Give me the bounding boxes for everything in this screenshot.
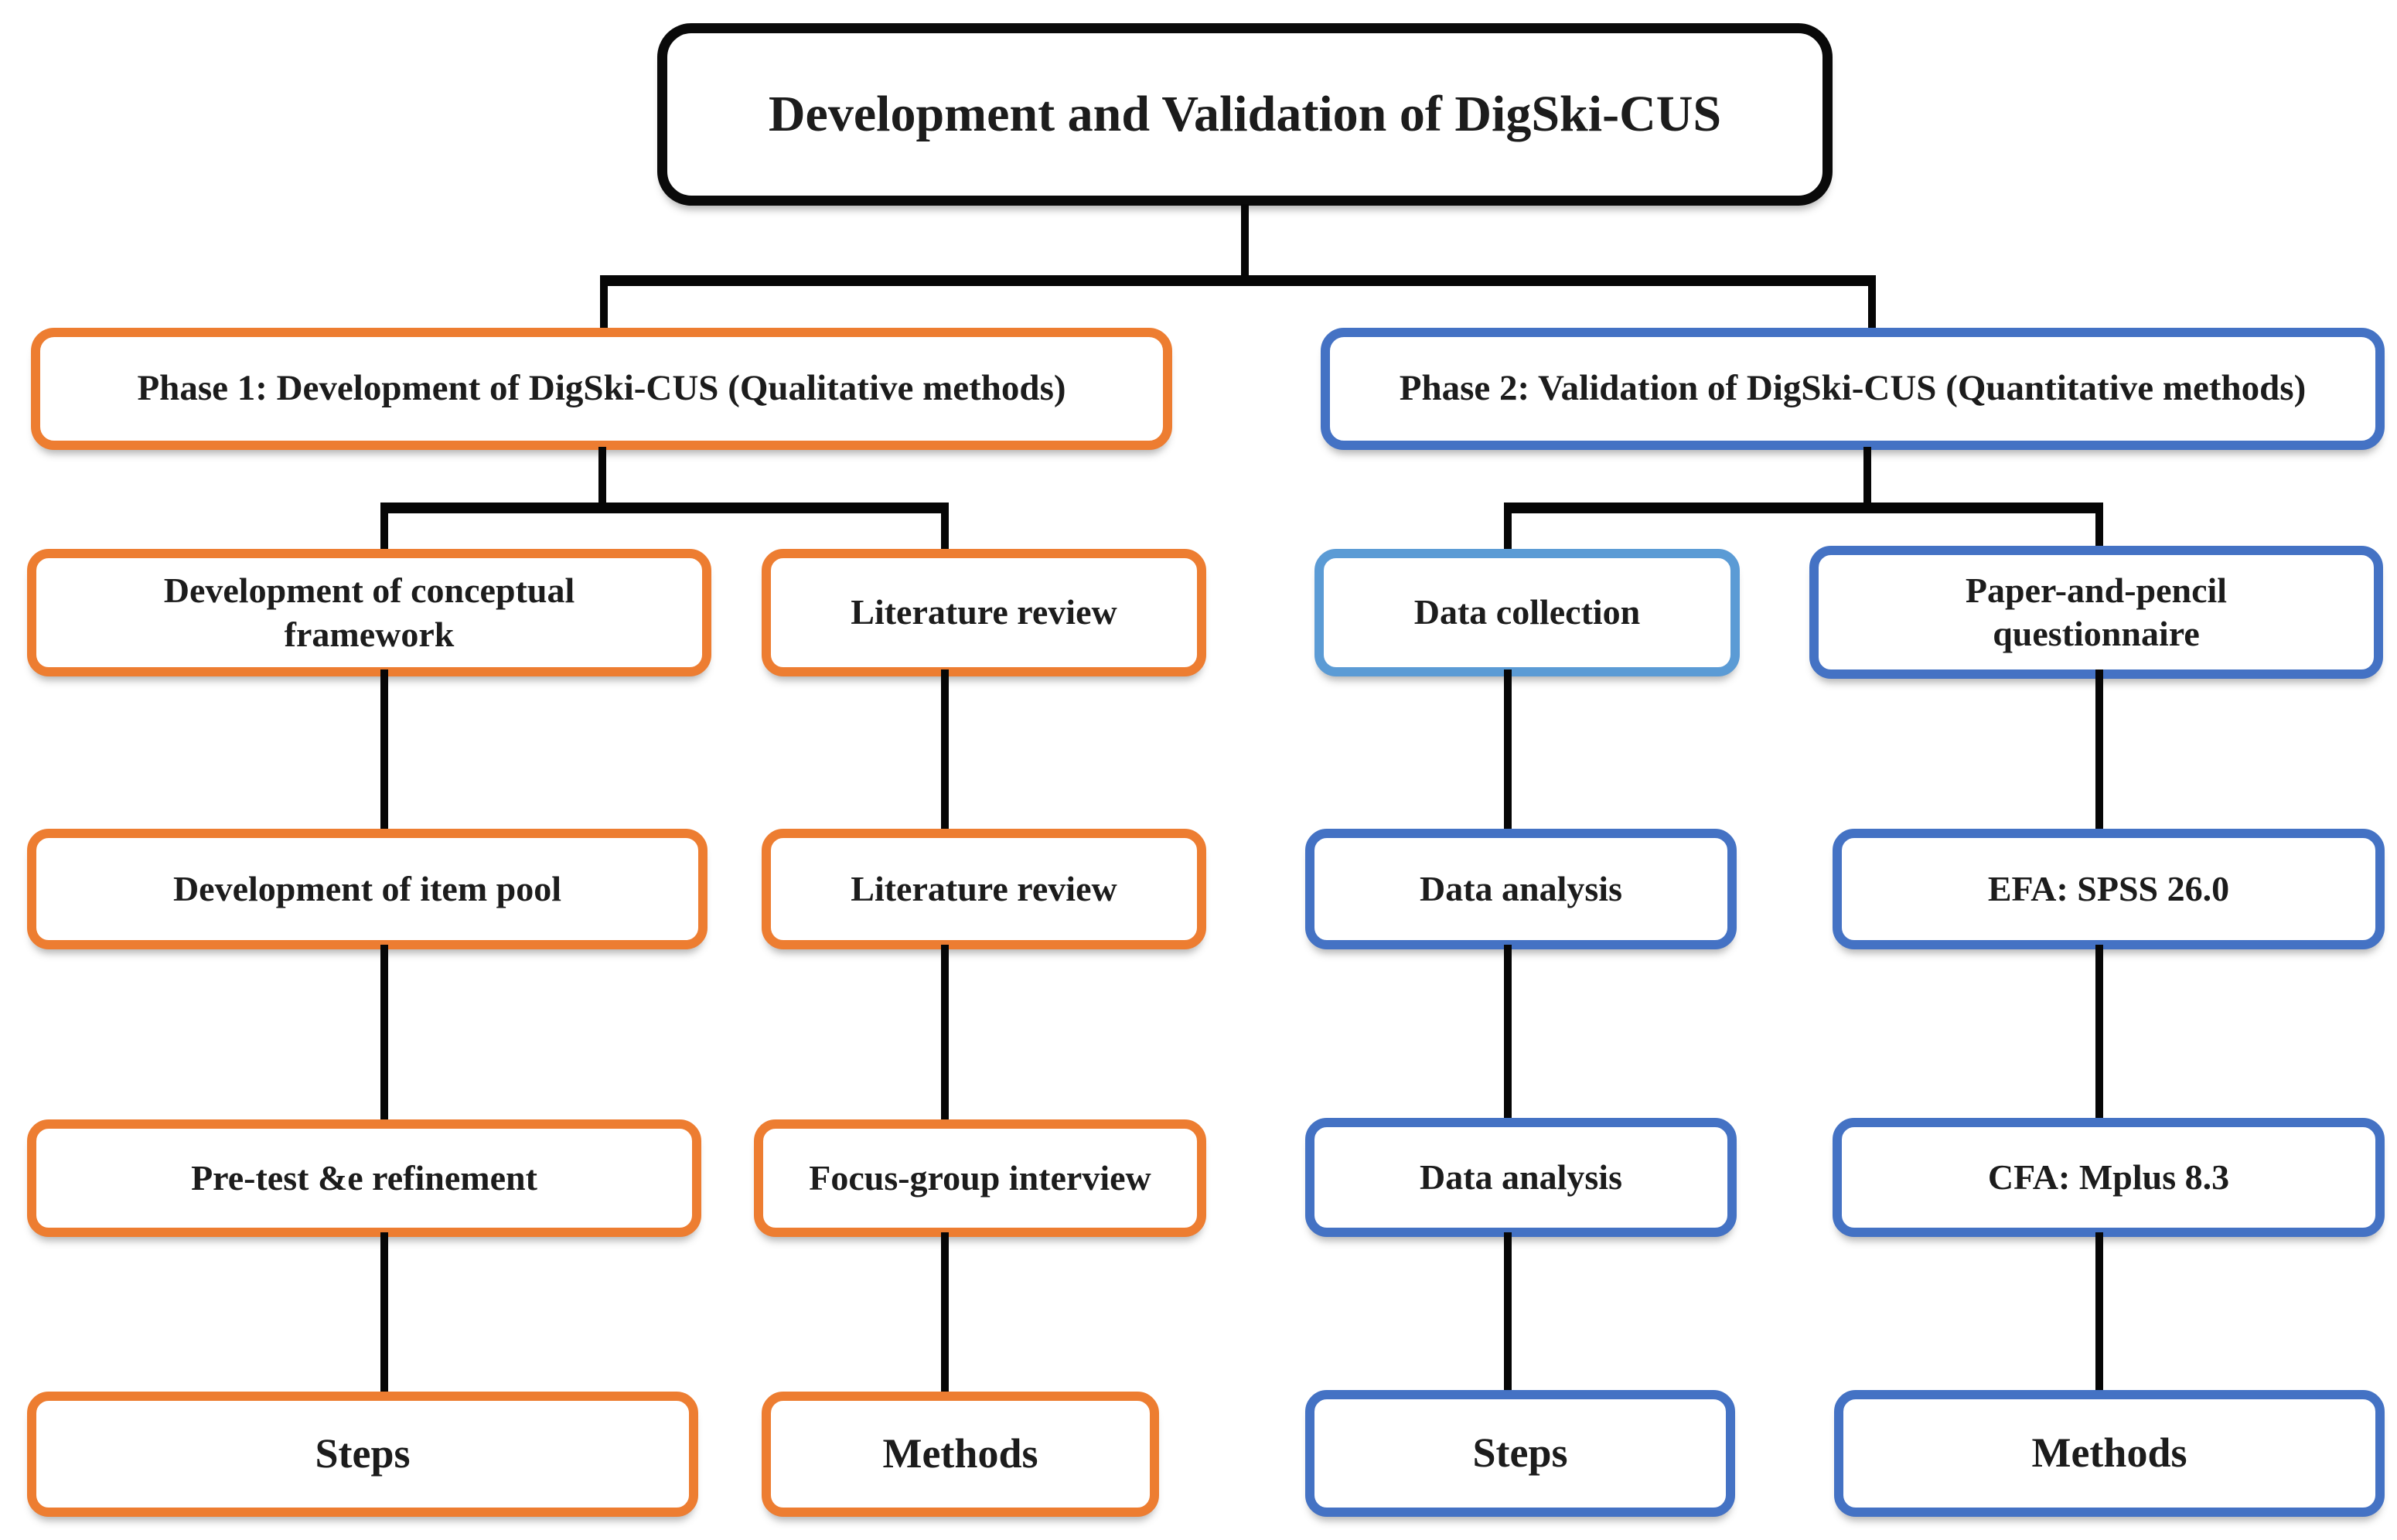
phase1-steps-row1-box: Development of conceptual framework	[27, 549, 711, 676]
phase2-methods-footer-box: Methods	[1834, 1390, 2385, 1517]
phase2-steps-row1-box: Data collection	[1314, 549, 1740, 676]
phase2-header-box: Phase 2: Validation of DigSki-CUS (Quant…	[1321, 328, 2385, 450]
phase2-steps-row2-label: Data analysis	[1420, 868, 1622, 908]
phase1-steps-row1-label: Development of conceptual framework	[163, 571, 575, 654]
phase2-steps-row3-label: Data analysis	[1420, 1157, 1622, 1197]
phase2-label: Phase 2: Validation of DigSki-CUS (Quant…	[1399, 368, 2307, 409]
phase2-methods-row3-label: CFA: Mplus 8.3	[1987, 1157, 2230, 1197]
phase1-methods-footer-label: Methods	[882, 1430, 1038, 1477]
connector-phase2-stem	[1863, 447, 1871, 509]
connector-phase1-drop-methods	[941, 503, 949, 552]
connector-c2-r2r3	[941, 945, 949, 1123]
phase2-steps-row3-box: Data analysis	[1305, 1118, 1737, 1237]
connector-phase1-drop-steps	[380, 503, 388, 552]
phase2-steps-row1-label: Data collection	[1413, 592, 1641, 632]
phase2-methods-footer-label: Methods	[2031, 1429, 2187, 1477]
connector-title-bar	[600, 275, 1876, 286]
phase1-methods-row3-box: Focus-group interview	[754, 1119, 1206, 1237]
connector-c1-r3r4	[380, 1232, 388, 1395]
phase2-methods-row2-box: EFA: SPSS 26.0	[1833, 829, 2385, 949]
connector-c2-r3r4	[941, 1232, 949, 1395]
phase2-steps-footer-box: Steps	[1305, 1390, 1735, 1517]
connector-c3-r2r3	[1504, 945, 1512, 1123]
phase2-steps-footer-label: Steps	[1472, 1429, 1568, 1477]
phase1-steps-footer-label: Steps	[315, 1430, 411, 1477]
connector-c4-r1r2	[2095, 669, 2103, 832]
connector-c3-r3r4	[1504, 1232, 1512, 1395]
phase1-header-box: Phase 1: Development of DigSki-CUS (Qual…	[31, 328, 1172, 450]
connector-c3-r1r2	[1504, 669, 1512, 832]
connector-phase1-bar	[380, 503, 949, 513]
connector-drop-phase1	[600, 275, 608, 331]
connector-c1-r2r3	[380, 945, 388, 1123]
phase1-methods-footer-box: Methods	[762, 1392, 1159, 1517]
connector-phase2-bar	[1504, 503, 2103, 513]
connector-c1-r1r2	[380, 669, 388, 832]
phase1-steps-row2-box: Development of item pool	[27, 829, 708, 949]
connector-title-stem	[1241, 204, 1249, 284]
connector-phase1-stem	[598, 447, 606, 509]
phase2-methods-row3-box: CFA: Mplus 8.3	[1833, 1118, 2385, 1237]
title-box: Development and Validation of DigSki-CUS	[657, 23, 1833, 206]
phase2-methods-row1-box: Paper-and-pencil questionnaire	[1809, 546, 2383, 679]
diagram-title: Development and Validation of DigSki-CUS	[768, 85, 1722, 142]
connector-phase2-drop-steps	[1504, 503, 1512, 552]
phase2-methods-row1-label: Paper-and-pencil questionnaire	[1965, 570, 2228, 653]
phase2-steps-row2-box: Data analysis	[1305, 829, 1737, 949]
connector-c4-r2r3	[2095, 945, 2103, 1123]
phase1-label: Phase 1: Development of DigSki-CUS (Qual…	[137, 368, 1066, 409]
phase1-steps-row3-box: Pre-test &e refinement	[27, 1119, 701, 1237]
phase1-steps-row3-label: Pre-test &e refinement	[191, 1157, 537, 1198]
phase1-methods-row1-box: Literature review	[762, 549, 1206, 676]
phase2-methods-row2-label: EFA: SPSS 26.0	[1987, 868, 2230, 908]
phase1-methods-row3-label: Focus-group interview	[809, 1157, 1151, 1198]
connector-c4-r3r4	[2095, 1232, 2103, 1395]
connector-phase2-drop-methods	[2095, 503, 2103, 550]
phase1-steps-row2-label: Development of item pool	[172, 868, 562, 908]
phase1-methods-row2-label: Literature review	[851, 868, 1117, 908]
phase1-steps-footer-box: Steps	[27, 1392, 698, 1517]
phase1-methods-row1-label: Literature review	[851, 592, 1117, 632]
connector-drop-phase2	[1868, 275, 1876, 331]
phase1-methods-row2-box: Literature review	[762, 829, 1206, 949]
connector-c2-r1r2	[941, 669, 949, 832]
